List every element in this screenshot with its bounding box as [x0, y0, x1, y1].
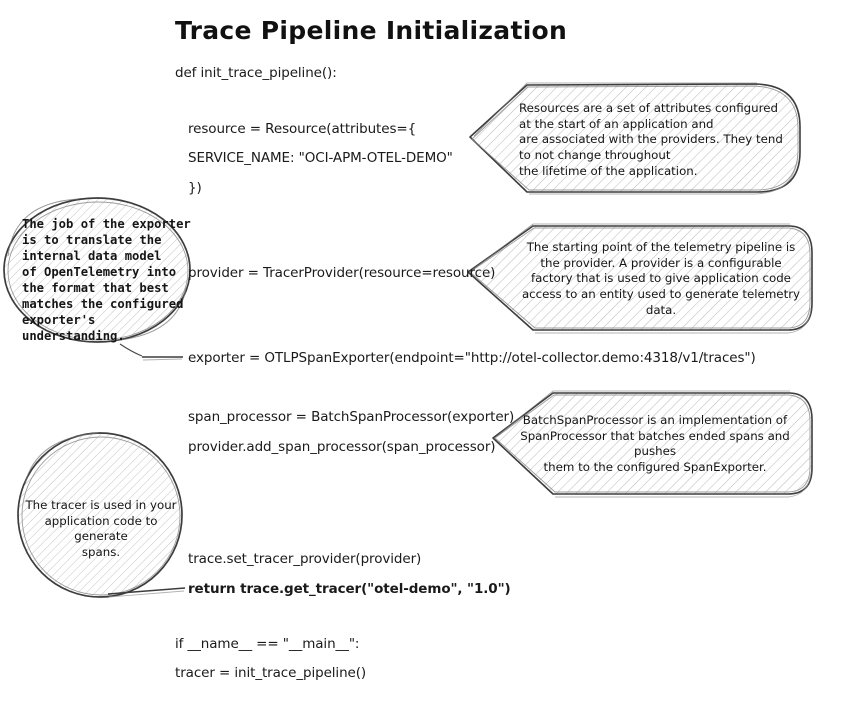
code-line-return-tracer: return trace.get_tracer("otel-demo", "1.…	[188, 581, 511, 597]
code-line-close-brace: })	[188, 180, 202, 196]
callout-provider-text: The starting point of the telemetry pipe…	[521, 240, 801, 317]
callout-provider-shape	[467, 223, 813, 334]
callout-exporter-shape	[3, 197, 191, 361]
callout-tracer-text: The tracer is used in your application c…	[25, 498, 177, 560]
code-token-tracer: tracer	[175, 665, 215, 681]
callout-batch-span-processor-shape	[492, 390, 813, 498]
code-line-tracer-assign: tracer = init_trace_pipeline()	[175, 665, 366, 681]
callout-resource-shape	[469, 82, 801, 195]
callout-tracer-shape	[17, 432, 186, 598]
code-token-tracer-rest: = init_trace_pipeline()	[214, 665, 367, 681]
code-line-set-tracer-provider: trace.set_tracer_provider(provider)	[188, 551, 422, 567]
callout-batch-span-processor-text: BatchSpanProcessor is an implementation …	[520, 413, 790, 475]
code-line-def: def init_trace_pipeline():	[175, 65, 337, 81]
page-title: Trace Pipeline Initialization	[175, 16, 568, 45]
code-line-add-span-processor: provider.add_span_processor(span_process…	[188, 439, 496, 455]
code-line-provider: provider = TracerProvider(resource=resou…	[188, 265, 496, 281]
code-line-if-main: if __name__ == "__main__":	[175, 636, 360, 652]
code-line-span-processor: span_processor = BatchSpanProcessor(expo…	[188, 409, 515, 425]
callout-resource-text: Resources are a set of attributes config…	[519, 101, 783, 178]
code-line-service-name: SERVICE_NAME: "OCI-APM-OTEL-DEMO"	[188, 150, 453, 166]
callout-exporter-text: The job of the exporter is to translate …	[22, 217, 191, 343]
code-line-resource: resource = Resource(attributes={	[188, 121, 417, 137]
code-line-exporter: exporter = OTLPSpanExporter(endpoint="ht…	[188, 350, 756, 366]
